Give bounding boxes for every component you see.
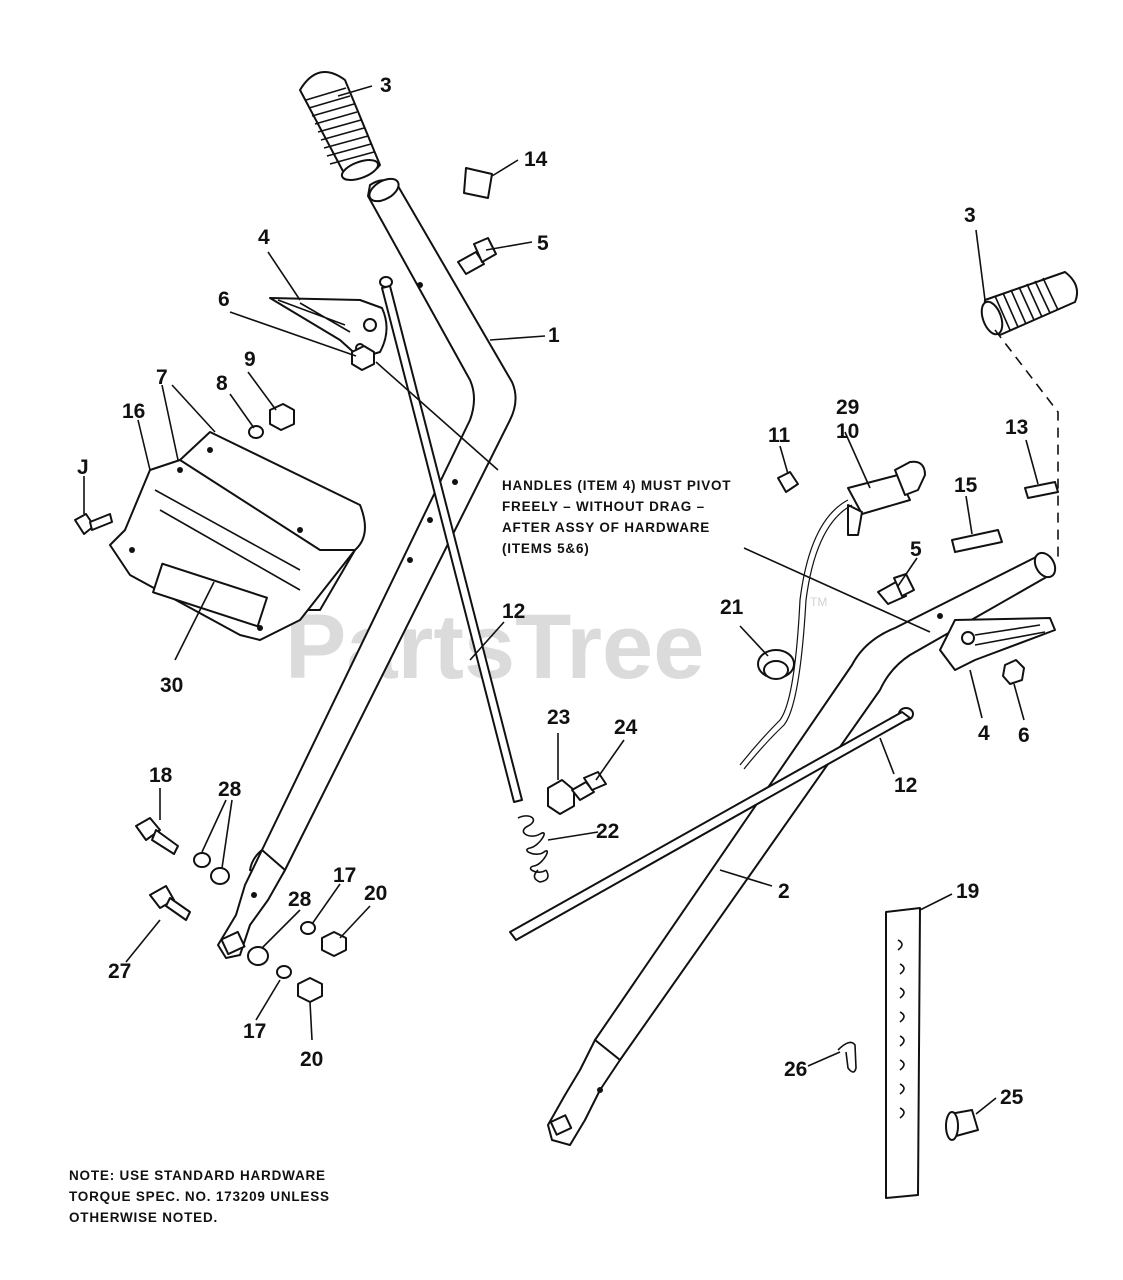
callout-4-left: 4 (258, 226, 270, 249)
screw-11 (777, 471, 799, 493)
callout-29: 29 (836, 396, 859, 419)
lockwasher-8 (248, 425, 264, 439)
callout-6-right: 6 (1018, 724, 1030, 747)
bolt-5-right (877, 573, 915, 605)
screw-24 (571, 771, 607, 801)
callout-22: 22 (596, 820, 619, 843)
callout-28-lower: 28 (288, 888, 312, 911)
handle-note-line-1: HANDLES (ITEM 4) MUST PIVOT (502, 478, 731, 493)
callout-14: 14 (524, 148, 548, 171)
watermark-trademark: TM (810, 595, 827, 609)
callout-19: 19 (956, 880, 979, 903)
callout-28-upper: 28 (218, 778, 242, 801)
callout-20-lower: 20 (300, 1048, 323, 1071)
callout-j: J (77, 456, 89, 479)
handle-note-line-4: (ITEMS 5&6) (502, 541, 590, 556)
callout-1: 1 (548, 324, 560, 347)
handle-note-line-3: AFTER ASSY OF HARDWARE (502, 520, 710, 535)
bolt-5-left (457, 237, 497, 275)
decal-13 (1024, 481, 1059, 499)
callout-17-upper: 17 (333, 864, 356, 887)
decal-14 (463, 167, 493, 199)
callout-8: 8 (216, 372, 228, 395)
callout-9: 9 (244, 348, 256, 371)
callout-27: 27 (108, 960, 131, 983)
bolt-18 (135, 817, 179, 855)
callout-13: 13 (1005, 416, 1028, 439)
lockwasher-17-lower (276, 965, 292, 979)
handle-note-line-2: FREELY – WITHOUT DRAG – (502, 499, 705, 514)
footer-note-line-2: TORQUE SPEC. NO. 173209 UNLESS (69, 1189, 330, 1204)
grip-assembly-dashline (994, 329, 1059, 560)
callout-7: 7 (156, 366, 168, 389)
callout-3-left: 3 (380, 74, 392, 97)
callout-26: 26 (784, 1058, 807, 1081)
callout-3-right: 3 (964, 204, 976, 227)
nut-20-lower (297, 977, 323, 1003)
footer-note-line-1: NOTE: USE STANDARD HARDWARE (69, 1168, 326, 1183)
throttle-control-10 (739, 460, 926, 770)
left-handle-tube (217, 177, 517, 959)
control-panel-bracket (109, 431, 366, 641)
callout-20-upper: 20 (364, 882, 387, 905)
callout-4-right: 4 (978, 722, 990, 745)
washer-28-upper-a (193, 852, 211, 868)
callout-11: 11 (768, 424, 791, 447)
control-lever-4-right (939, 617, 1056, 671)
leader-lines (83, 85, 1039, 1115)
nut-9 (269, 403, 295, 431)
right-hand-grip (980, 271, 1078, 336)
callout-5-left: 5 (537, 232, 549, 255)
decal-15 (951, 529, 1003, 553)
ferrule-23 (547, 779, 575, 815)
callout-12-right: 12 (894, 774, 917, 797)
callout-30: 30 (160, 674, 183, 697)
callout-23: 23 (547, 706, 570, 729)
callout-25: 25 (1000, 1086, 1024, 1109)
control-rod-12-left (379, 276, 523, 803)
hairpin-clip-26 (837, 1041, 857, 1073)
callout-12-left: 12 (502, 600, 525, 623)
extension-spring-22 (517, 815, 549, 883)
footer-note-line-3: OTHERWISE NOTED. (69, 1210, 218, 1225)
callout-6-left: 6 (218, 288, 230, 311)
callout-5-right: 5 (910, 538, 922, 561)
callout-10: 10 (836, 420, 859, 443)
bolt-27 (149, 885, 191, 921)
control-rod-12-right (509, 707, 914, 941)
cable-clamp-21 (757, 649, 795, 680)
footer-torque-note: NOTE: USE STANDARD HARDWARE TORQUE SPEC.… (69, 1168, 330, 1225)
nut-6-right (1002, 659, 1025, 685)
nut-6-left (351, 345, 375, 371)
callout-2: 2 (778, 880, 790, 903)
callout-15: 15 (954, 474, 978, 497)
height-adjust-plate-19 (885, 907, 921, 1199)
lockwasher-17-upper (300, 921, 316, 935)
callout-21: 21 (720, 596, 744, 619)
washer-28-lower (247, 946, 269, 966)
handle-pivot-note: HANDLES (ITEM 4) MUST PIVOT FREELY – WIT… (502, 478, 731, 556)
screw-j (74, 513, 113, 535)
right-handle-tube (547, 551, 1057, 1146)
callout-18: 18 (149, 764, 173, 787)
callout-17-lower: 17 (243, 1020, 266, 1043)
left-hand-grip (299, 71, 381, 181)
callout-24: 24 (614, 716, 638, 739)
callout-16: 16 (122, 400, 145, 423)
clevis-pin-25 (945, 1109, 979, 1141)
washer-28-upper-b (210, 867, 230, 885)
